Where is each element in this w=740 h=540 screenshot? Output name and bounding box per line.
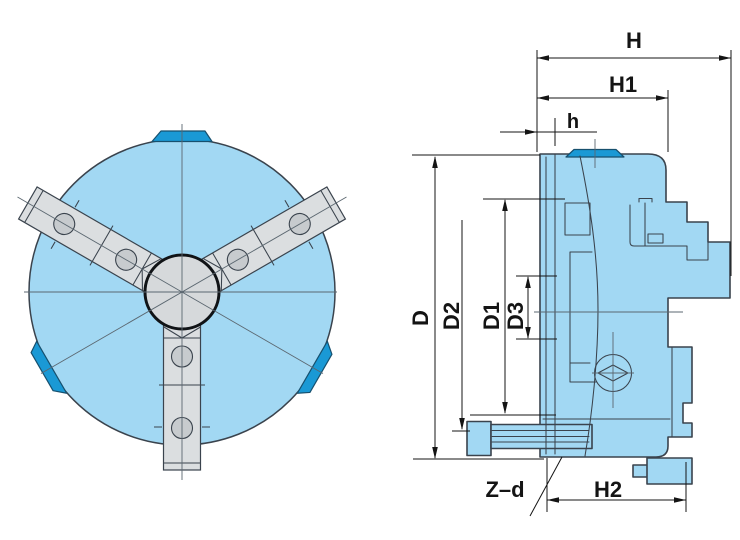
dimension-h: h: [500, 111, 597, 146]
dimension-label-D: D: [408, 310, 433, 326]
dimension-label-Z-d: Z–d: [485, 477, 524, 502]
front-internal-lines: [542, 153, 671, 457]
dimension-D1: D1: [470, 198, 565, 416]
dimension-label-h: h: [567, 111, 579, 133]
dimension-D2: D2: [439, 220, 470, 432]
dimension-D: D: [408, 154, 544, 460]
dimension-Z-d: Z–d: [485, 456, 563, 517]
dimension-H2: H2: [546, 458, 687, 512]
dimension-H1: H1: [537, 72, 669, 152]
front-centerlines: [17, 124, 347, 480]
dimension-label-D2: D2: [439, 302, 464, 330]
screw-jaw: [466, 420, 593, 457]
rear-bottom-lug: [632, 457, 693, 485]
dimension-label-H2: H2: [594, 477, 622, 502]
back-step-lines: [629, 197, 709, 438]
side-view: [466, 139, 731, 485]
side-body: [539, 153, 731, 458]
dimension-H: H: [536, 28, 732, 276]
dimension-label-H: H: [626, 28, 642, 53]
dimensions: H H1 h D D2 D1: [408, 28, 732, 517]
dimension-label-H1: H1: [609, 72, 637, 97]
dimension-label-D3: D3: [503, 302, 528, 330]
dimension-D3: D3: [503, 275, 557, 340]
pinion-socket: [592, 332, 634, 408]
front-view: [13, 124, 351, 480]
dimension-label-D1: D1: [479, 302, 504, 330]
